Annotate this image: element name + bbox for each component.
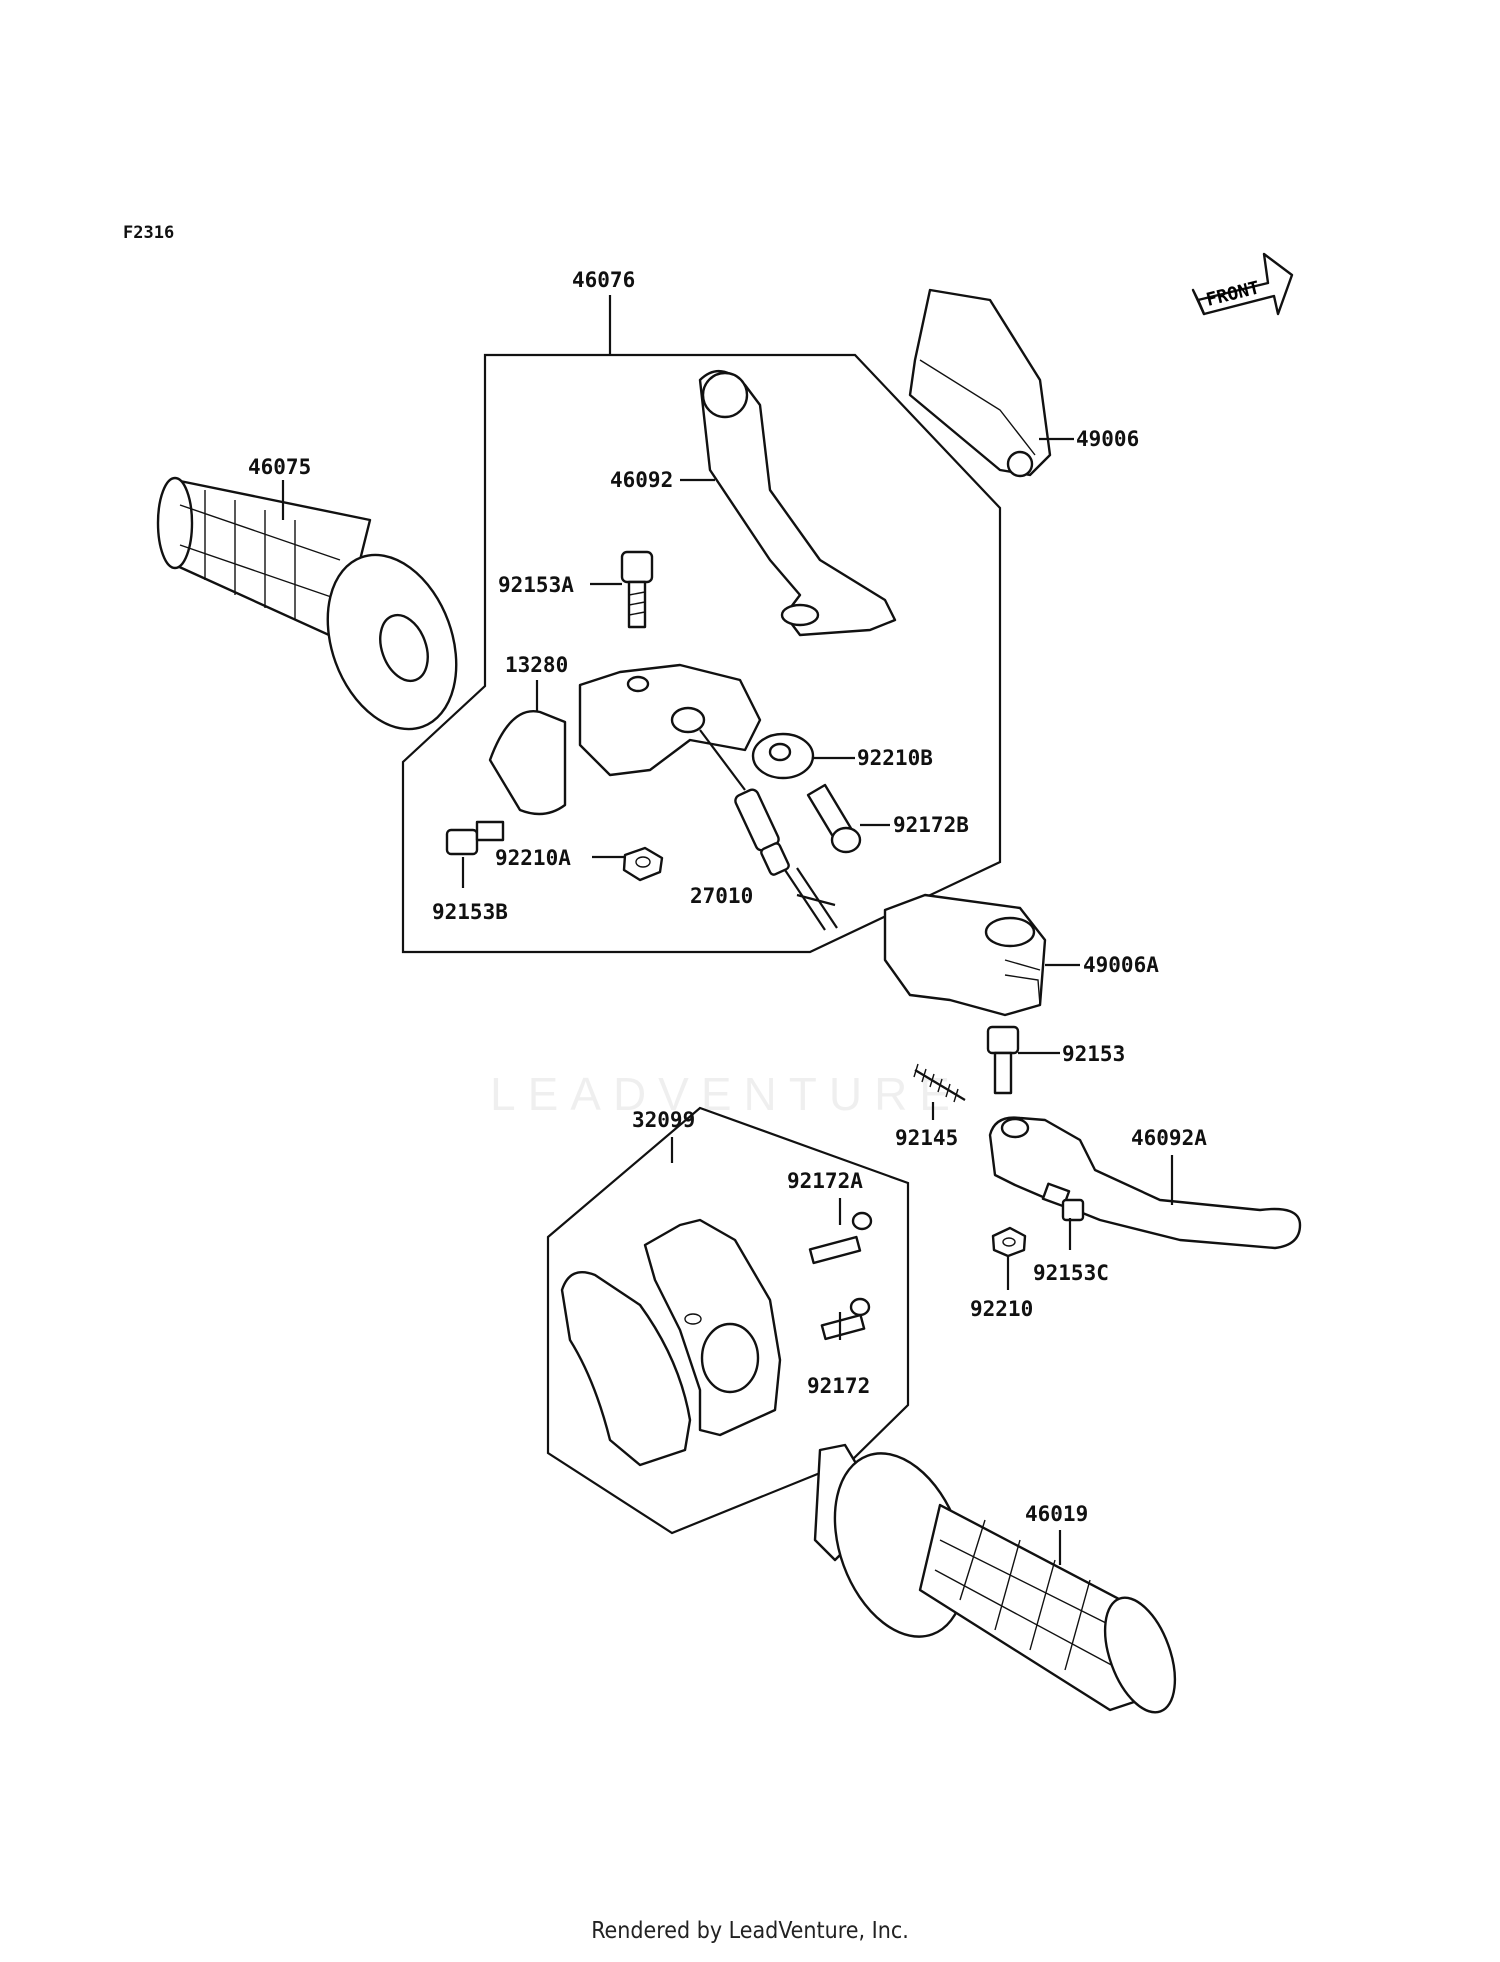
- clamp-13280: [488, 710, 567, 816]
- spring-92145: [913, 1063, 966, 1103]
- part-label-46075: 46075: [248, 455, 311, 479]
- figure-code: F2316: [123, 223, 174, 243]
- bolt-92153C: [1041, 1182, 1085, 1222]
- group-outline-46076: [401, 295, 1002, 954]
- bolt-92153: [986, 1025, 1020, 1095]
- part-label-92172: 92172: [807, 1374, 870, 1398]
- part-label-92153B: 92153B: [432, 900, 508, 924]
- part-labels: 46076 49006 46075 46092 92153A 13280 922…: [248, 268, 1207, 1526]
- nut-92210: [991, 1226, 1027, 1258]
- adjuster-92172B: [806, 783, 862, 854]
- lever-holder: [578, 663, 762, 777]
- part-label-92153A: 92153A: [498, 573, 574, 597]
- cable-27010: [699, 729, 838, 931]
- collar-92210B: [751, 732, 815, 780]
- part-label-92210B: 92210B: [857, 746, 933, 770]
- guard-49006: [908, 288, 1052, 478]
- part-label-92210: 92210: [970, 1297, 1033, 1321]
- front-arrow-icon: FRONT: [1191, 252, 1294, 316]
- throttle-grip-46019: [813, 1443, 1177, 1714]
- part-label-46076: 46076: [572, 268, 635, 292]
- part-label-27010: 27010: [690, 884, 753, 908]
- footer-credit: Rendered by LeadVenture, Inc.: [591, 1918, 909, 1944]
- watermark-text: LEADVENTURE: [490, 1068, 962, 1120]
- part-label-92153C: 92153C: [1033, 1261, 1109, 1285]
- bolt-92153A: [620, 550, 654, 629]
- bolt-92153B: [445, 820, 505, 856]
- leader-lines: [281, 437, 1174, 1565]
- part-label-32099: 32099: [632, 1108, 695, 1132]
- part-label-46092A: 46092A: [1131, 1126, 1207, 1150]
- part-label-13280: 13280: [505, 653, 568, 677]
- cover-49006A: [883, 893, 1047, 1017]
- part-label-46019: 46019: [1025, 1502, 1088, 1526]
- part-label-92145: 92145: [895, 1126, 958, 1150]
- part-label-49006A: 49006A: [1083, 953, 1159, 977]
- holder-set-32099: [560, 1218, 782, 1467]
- lever-46092: [698, 370, 897, 637]
- part-label-92172A: 92172A: [787, 1169, 863, 1193]
- part-label-92153: 92153: [1062, 1042, 1125, 1066]
- part-label-46092: 46092: [610, 468, 673, 492]
- grip-46075: [156, 476, 458, 731]
- group-outline-32099: [546, 1106, 910, 1535]
- part-label-92210A: 92210A: [495, 846, 571, 870]
- part-label-49006: 49006: [1076, 427, 1139, 451]
- nut-92210A: [622, 846, 664, 882]
- lever-46092A: [988, 1116, 1302, 1250]
- screw-92172A: [808, 1211, 873, 1265]
- screw-92172: [820, 1297, 871, 1341]
- part-label-92172B: 92172B: [893, 813, 969, 837]
